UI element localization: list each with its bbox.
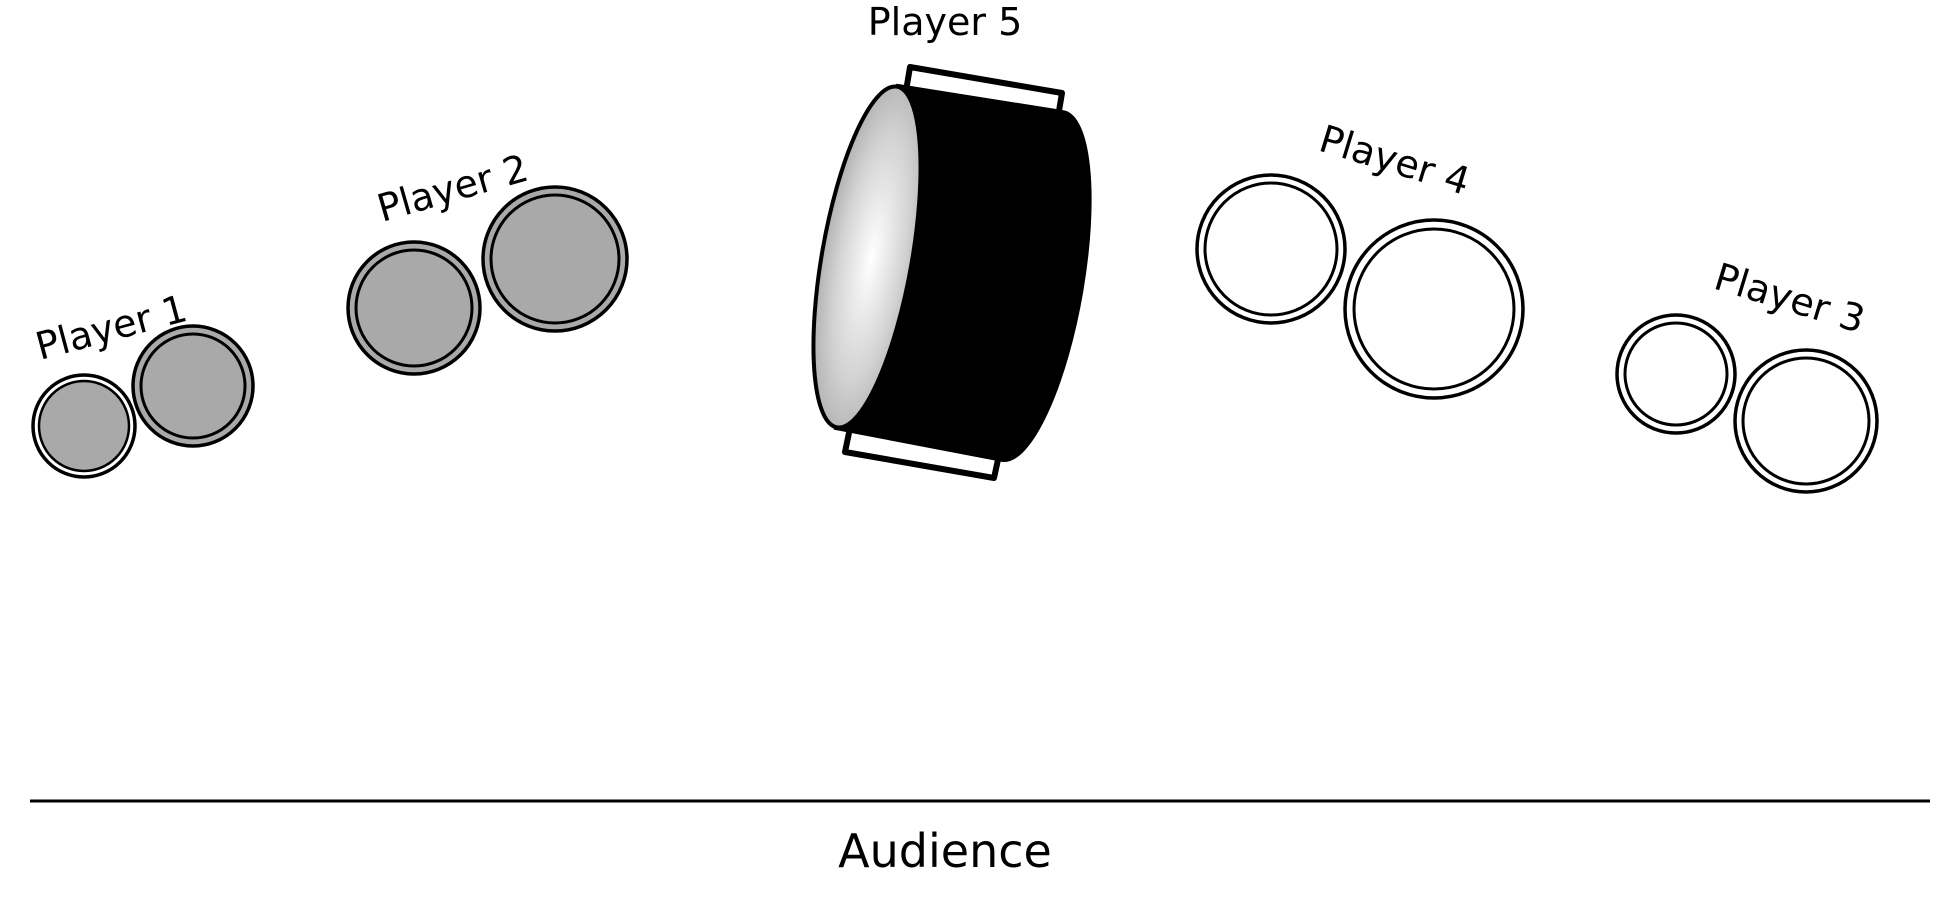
player-2-large-drum [481, 185, 629, 333]
player-4-label: Player 4 [1314, 117, 1475, 204]
player-4-large-drum [1343, 218, 1525, 400]
player-1-small-drum [31, 373, 137, 479]
player-5-label: Player 5 [868, 0, 1023, 44]
player-4-small-drum [1195, 173, 1347, 325]
player-3-label: Player 3 [1709, 255, 1870, 342]
player-3-large-drum [1733, 348, 1879, 494]
drum-head [811, 84, 923, 430]
player-2-group: Player 2 [346, 146, 629, 376]
player-5-bass-drum [811, 64, 1092, 481]
player-1-large-drum [131, 324, 255, 448]
player-3-small-drum [1615, 313, 1737, 435]
player-2-small-drum [346, 240, 482, 376]
player-4-group: Player 4 [1195, 117, 1525, 400]
player-3-group: Player 3 [1615, 255, 1879, 494]
player-1-group: Player 1 [31, 286, 255, 479]
audience-label: Audience [838, 824, 1052, 878]
player-5-group: Player 5 [811, 0, 1092, 481]
